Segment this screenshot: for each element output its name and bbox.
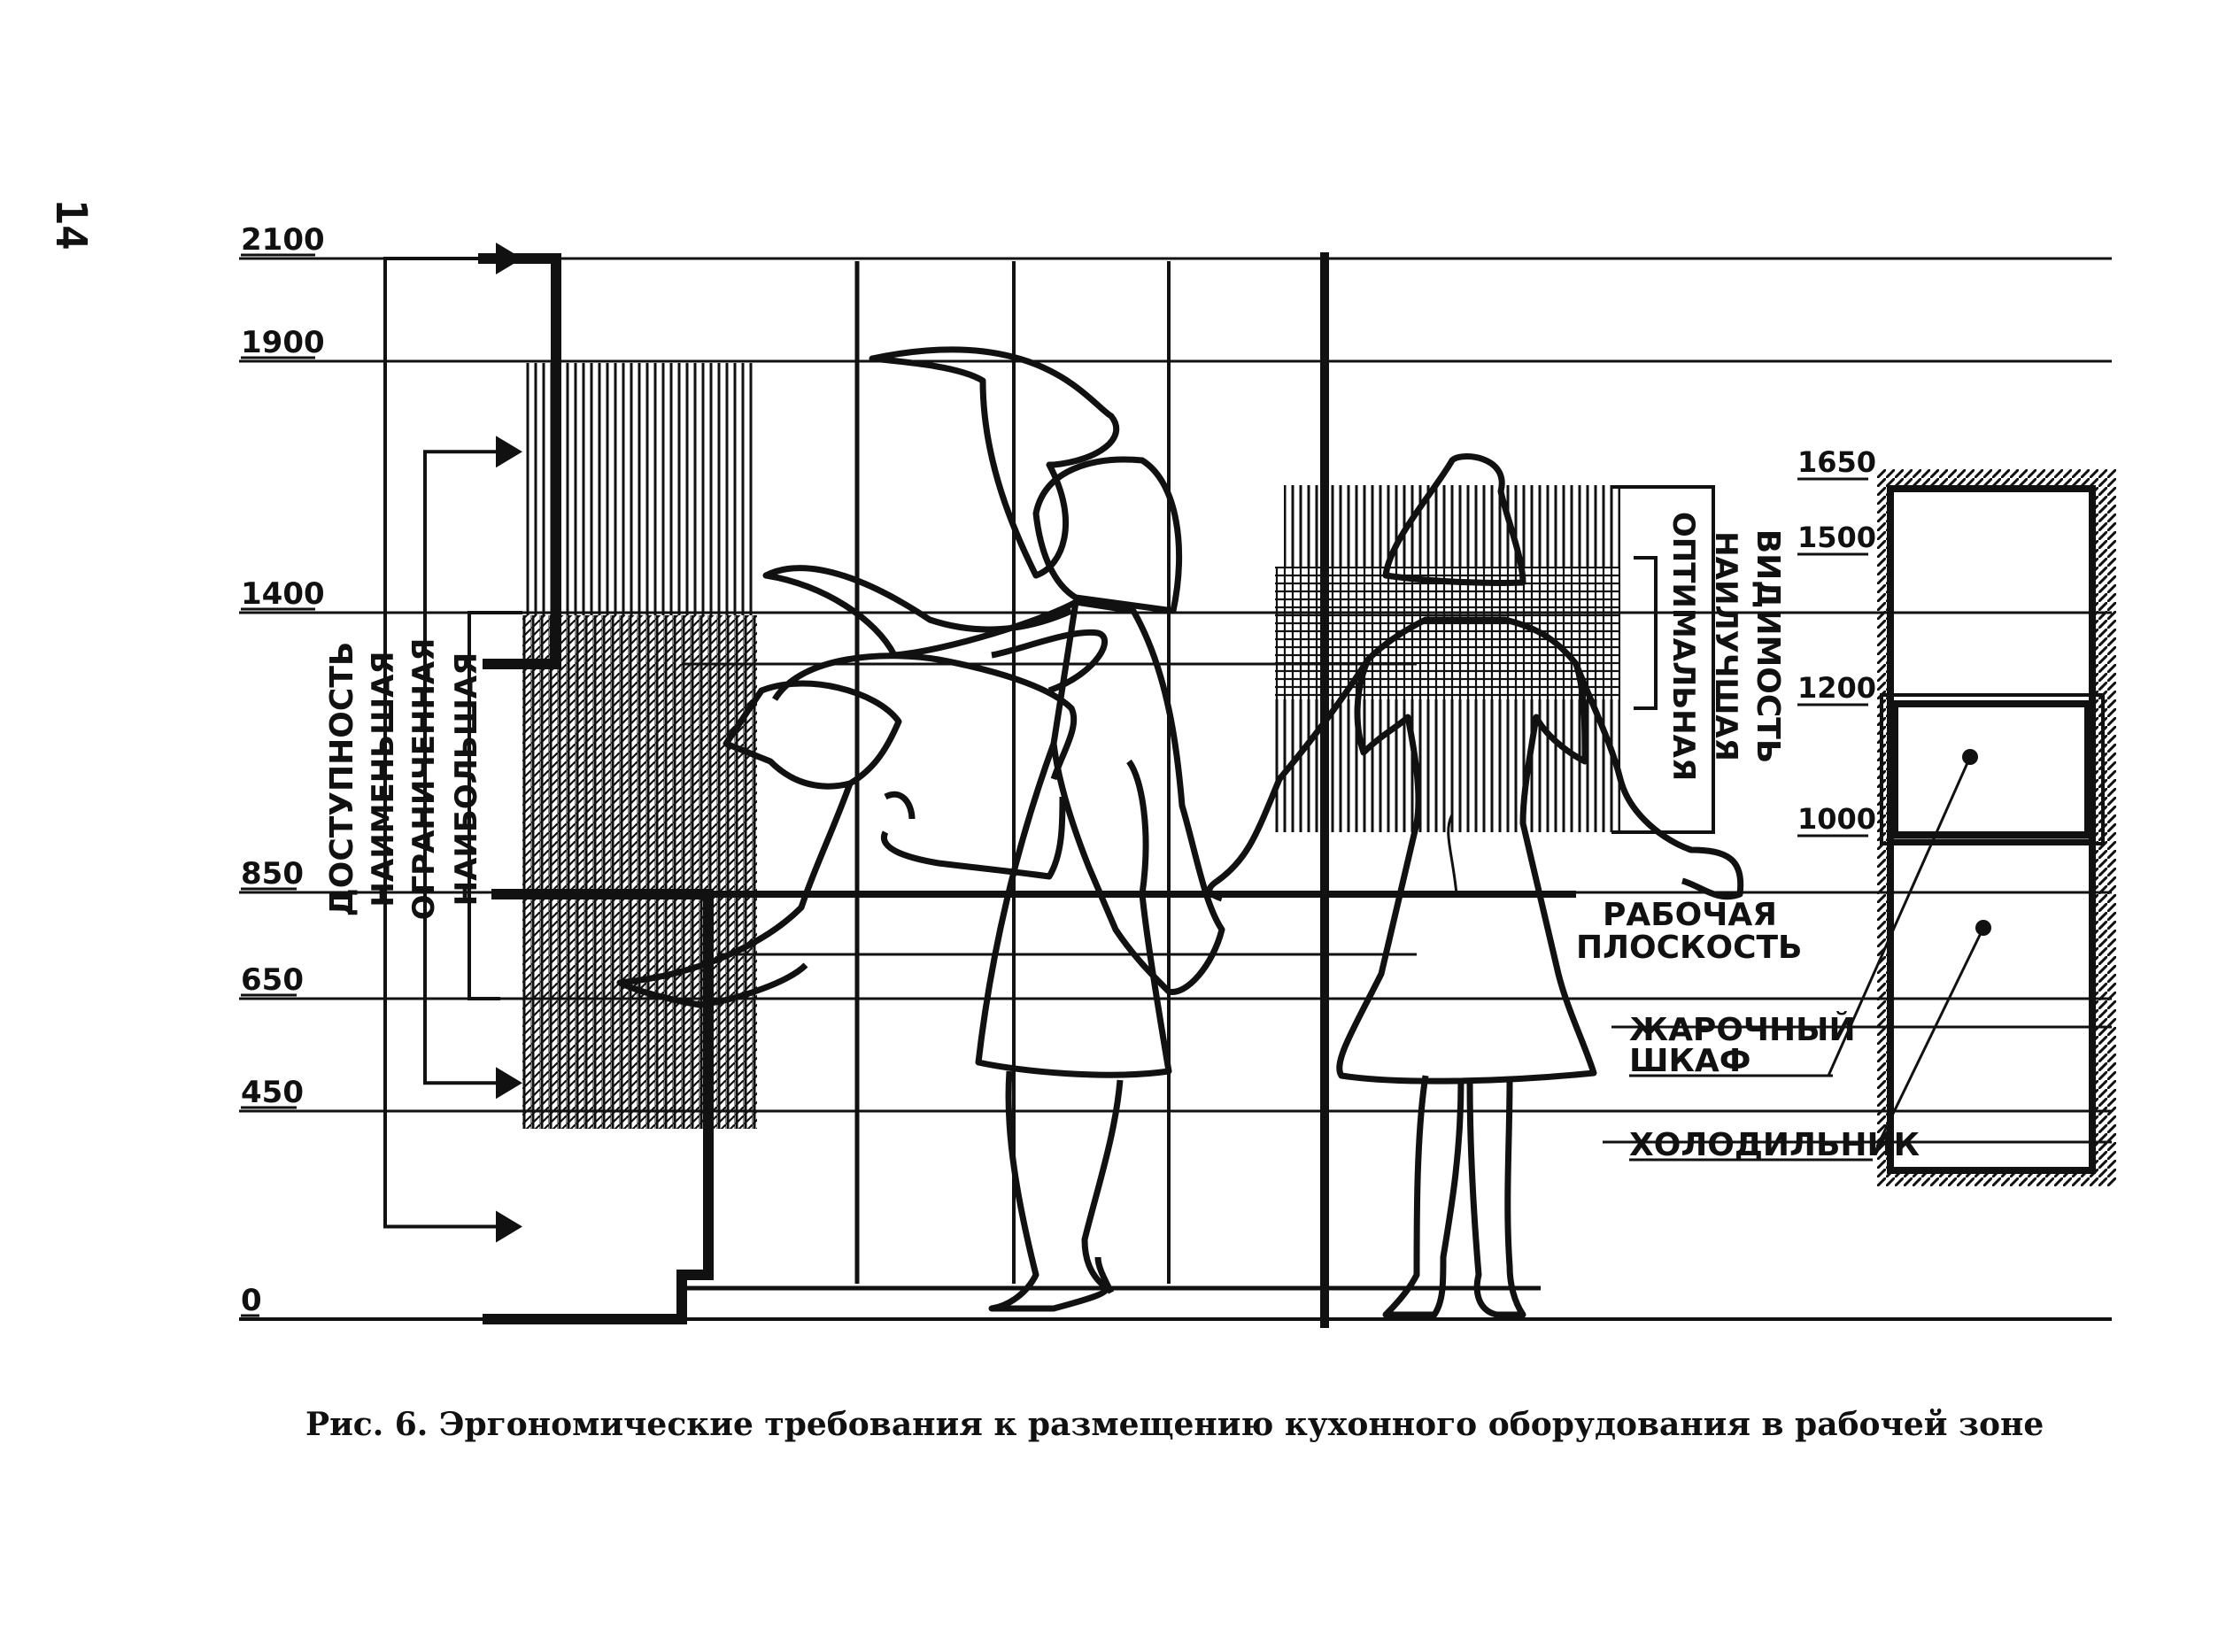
bracket-limited-arrow-top xyxy=(496,436,522,468)
height-label-1400: 1400 xyxy=(241,576,325,612)
reach-zone-optimal xyxy=(522,615,757,1129)
appliance-height-label-1500: 1500 xyxy=(1797,521,1876,554)
height-label-650: 650 xyxy=(241,962,304,998)
reach-zone-upper xyxy=(522,363,757,615)
reach-title: ДОСТУПНОСТЬ xyxy=(324,642,360,917)
figure-caption: Рис. 6. Эргономические требования к разм… xyxy=(305,1406,2044,1443)
visibility-zone-vertical-top xyxy=(1284,485,1620,567)
fridge-label: ХОЛОДИЛЬНИК xyxy=(1629,1127,1920,1163)
height-label-0: 0 xyxy=(241,1283,262,1318)
visibility-zone-grid xyxy=(1275,567,1620,699)
bracket-least xyxy=(383,257,500,1229)
oven-label-2: ШКАФ xyxy=(1629,1043,1750,1079)
oven-label-1: ЖАРОЧНЫЙ xyxy=(1629,1011,1856,1048)
visibility-optimal-label: ОПТИМАЛЬНАЯ xyxy=(1665,512,1701,781)
figure-reaching xyxy=(762,346,1225,1312)
height-label-1900: 1900 xyxy=(241,325,325,360)
height-label-2100: 2100 xyxy=(241,222,325,258)
appliance-height-label-1650: 1650 xyxy=(1797,445,1876,479)
visibility-title: ВИДИМОСТЬ xyxy=(1750,529,1786,764)
reach-greatest-label: НАИБОЛЬШАЯ xyxy=(449,652,484,907)
figure-standing xyxy=(1206,453,1744,1318)
appliance-column xyxy=(1827,469,2116,1186)
bracket-least-arrow-bottom xyxy=(496,1210,522,1243)
visibility-best-label: НАИЛУЧШАЯ xyxy=(1708,531,1743,761)
oven-leader xyxy=(1827,756,1972,1077)
work-surface-label-2: ПЛОСКОСТЬ xyxy=(1576,930,1803,966)
appliance-height-label-1000: 1000 xyxy=(1797,802,1876,836)
reach-least-label: НАИМЕНЬШАЯ xyxy=(366,651,401,907)
visibility-zone-vertical-bottom xyxy=(1275,699,1620,832)
work-surface-label-1: РАБОЧАЯ xyxy=(1603,897,1777,933)
oven-frame xyxy=(1880,693,2105,845)
bracket-limited-arrow-bottom xyxy=(496,1067,522,1100)
height-label-850: 850 xyxy=(241,856,304,892)
hatched-zones xyxy=(522,363,1620,1129)
appliance-height-label-1200: 1200 xyxy=(1797,671,1876,705)
height-label-450: 450 xyxy=(241,1075,304,1110)
bracket-visibility-best xyxy=(1611,485,1715,834)
bracket-visibility-optimal xyxy=(1634,556,1658,710)
oven-box xyxy=(1891,700,2091,838)
bracket-limited xyxy=(423,450,500,1085)
bracket-least-arrow-top xyxy=(496,243,522,274)
reach-limited-label: ОГРАНИЧЕННАЯ xyxy=(406,638,442,921)
